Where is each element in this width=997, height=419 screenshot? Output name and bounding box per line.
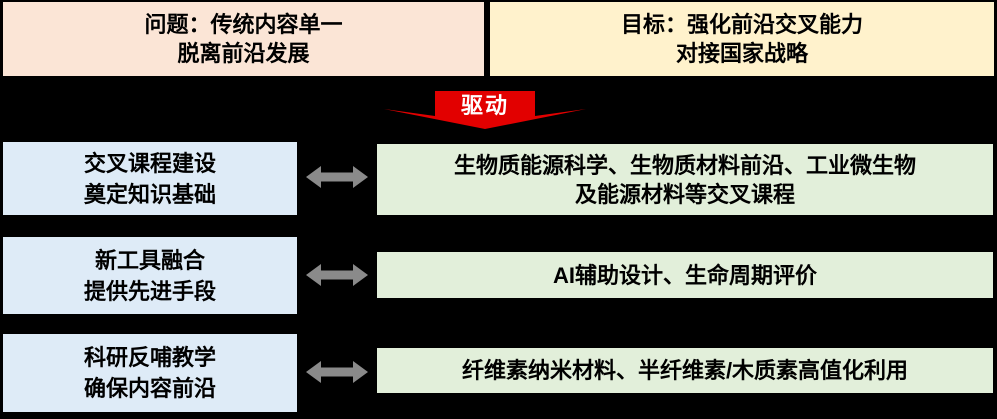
detail-box-courses: 生物质能源科学、生物质材料前沿、工业微生物 及能源材料等交叉课程 xyxy=(377,144,993,215)
goal-line-1: 目标：强化前沿交叉能力 xyxy=(620,12,863,37)
problem-line-1: 问题：传统内容单一 xyxy=(144,12,343,37)
goal-line-2: 对接国家战略 xyxy=(675,41,808,66)
strategy-2-line-1: 新工具融合 xyxy=(94,247,205,273)
detail-box-cellulose: 纤维素纳米材料、半纤维素/木质素高值化利用 xyxy=(377,348,993,393)
detail-2-line-1: AI辅助设计、生命周期评价 xyxy=(552,262,817,288)
drive-down-arrow-icon xyxy=(380,88,590,133)
goal-box: 目标：强化前沿交叉能力 对接国家战略 xyxy=(490,2,994,76)
detail-1-line-1: 生物质能源科学、生物质材料前沿、工业微生物 xyxy=(453,152,916,178)
strategy-box-curriculum: 交叉课程建设 奠定知识基础 xyxy=(3,142,297,215)
strategy-3-line-1: 科研反哺教学 xyxy=(83,345,216,370)
strategy-1-line-1: 交叉课程建设 xyxy=(83,150,216,176)
strategy-box-research: 科研反哺教学 确保内容前沿 xyxy=(3,334,297,412)
strategy-box-tools: 新工具融合 提供先进手段 xyxy=(3,237,297,314)
problem-line-2: 脱离前沿发展 xyxy=(177,41,310,66)
strategy-1-line-2: 奠定知识基础 xyxy=(83,181,216,207)
detail-3-line-1: 纤维素纳米材料、半纤维素/木质素高值化利用 xyxy=(461,358,909,383)
strategy-3-line-2: 确保内容前沿 xyxy=(83,376,216,401)
detail-box-ai-lca: AI辅助设计、生命周期评价 xyxy=(377,252,993,298)
strategy-2-line-2: 提供先进手段 xyxy=(83,278,216,304)
detail-1-line-2: 及能源材料等交叉课程 xyxy=(574,181,795,207)
double-arrow-icon xyxy=(306,263,368,287)
problem-box: 问题：传统内容单一 脱离前沿发展 xyxy=(3,2,484,76)
double-arrow-icon xyxy=(306,360,368,384)
double-arrow-icon xyxy=(306,165,368,189)
drive-label: 驱动 xyxy=(460,93,509,118)
